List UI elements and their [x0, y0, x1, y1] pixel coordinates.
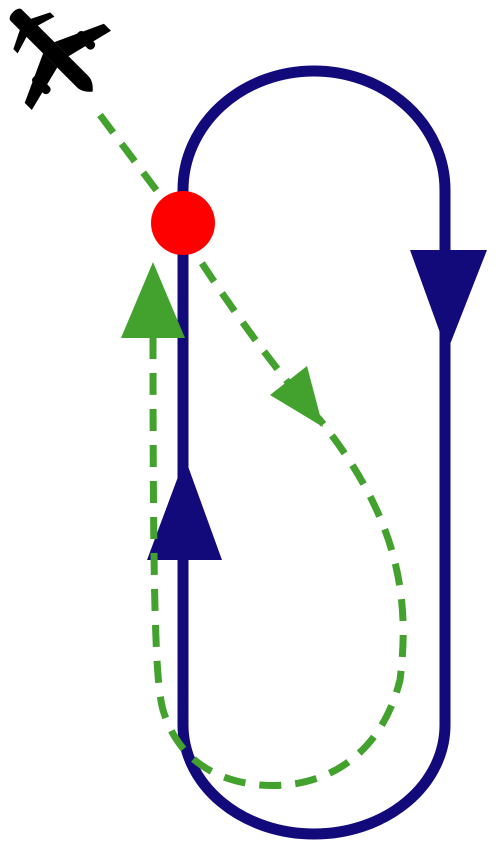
entry-arrow-inbound [121, 262, 185, 338]
entry-path [97, 112, 407, 790]
outbound-arrow [410, 250, 487, 352]
entry-arrow-outbound [270, 366, 323, 427]
holding-fix-marker [151, 191, 215, 255]
inbound-arrow [147, 458, 222, 560]
racetrack-outline [177, 65, 451, 840]
airplane-icon [9, 8, 111, 110]
entry-path-line [97, 112, 407, 790]
holding-pattern [147, 65, 487, 840]
